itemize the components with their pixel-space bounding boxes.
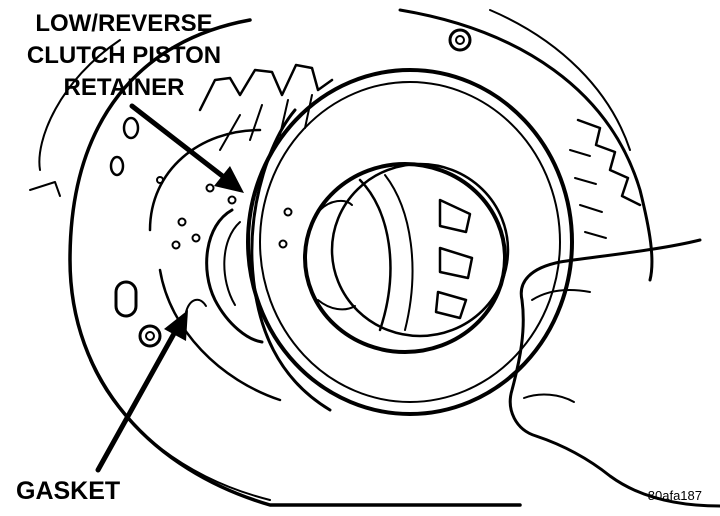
technician-hand [508, 238, 720, 508]
retainer-label-line-2: CLUTCH PISTON [26, 42, 222, 69]
gasket-leader-arrowhead [164, 310, 188, 341]
retainer-label-line-1: LOW/REVERSE [35, 10, 213, 37]
retainer-bore-outer [303, 162, 507, 354]
clutch-splines-upper [198, 63, 334, 112]
retainer-callout: LOW/REVERSE CLUTCH PISTON RETAINER [0, 8, 248, 104]
case-slot-3 [114, 280, 138, 318]
case-flange-tab [29, 181, 61, 197]
case-flange-left [38, 39, 121, 171]
figure-id: 80afa187 [647, 488, 702, 503]
retainer-leader-arrowhead [214, 166, 244, 193]
retainer-leader-line [129, 103, 228, 181]
case-rear-sweep [398, 8, 654, 282]
case-slot-2 [109, 155, 125, 177]
case-lower-edge [89, 359, 271, 501]
gasket-leader-line [95, 327, 179, 473]
clutch-splines-right [576, 118, 642, 207]
case-bolt-hole-left [138, 324, 162, 348]
gasket-tab [185, 298, 207, 313]
retainer-thickness [250, 108, 332, 412]
retainer-outer-face [246, 68, 574, 416]
case-slot-1 [122, 116, 140, 140]
piston-outer-edge [148, 128, 262, 232]
retainer-label-line-3: RETAINER [63, 74, 185, 101]
gasket-ring [205, 208, 264, 344]
transmission-case-outline [68, 18, 522, 507]
retainer-bore-inner [330, 162, 510, 338]
bore-shaft-lines [358, 178, 392, 332]
case-bolt-hole-top [448, 28, 472, 52]
gasket-label: GASKET [16, 477, 121, 505]
